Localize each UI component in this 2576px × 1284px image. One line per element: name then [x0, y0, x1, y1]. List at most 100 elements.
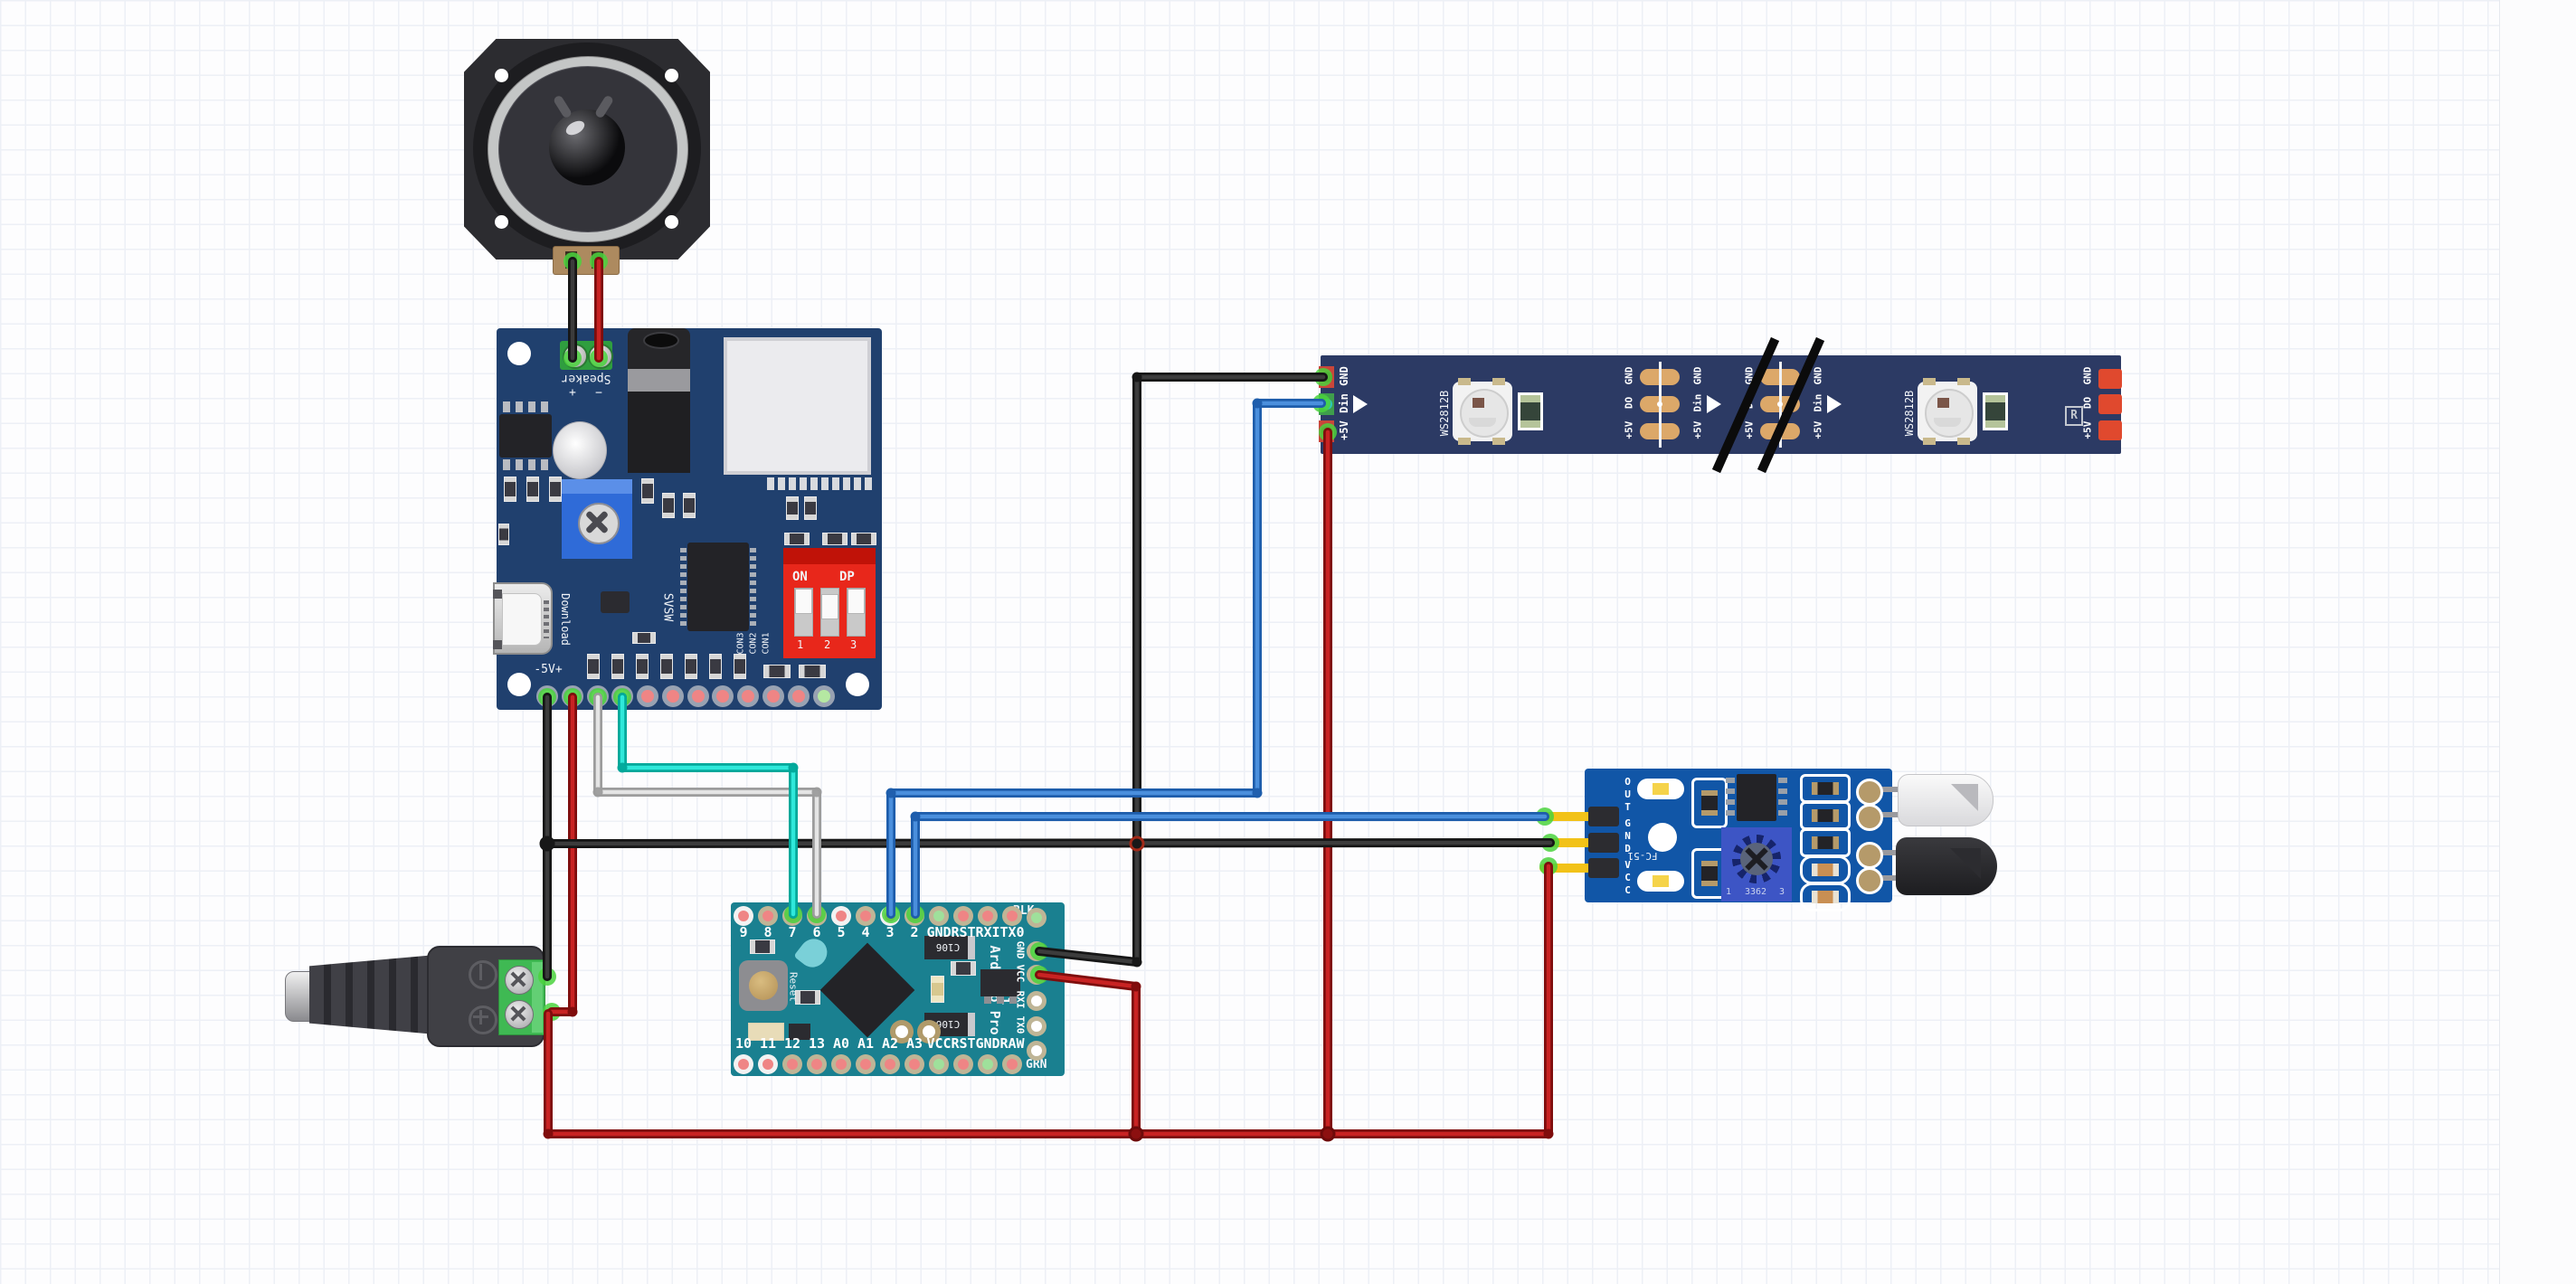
audio-bottom-pad-9[interactable] [737, 685, 759, 707]
strip-end-pad[interactable] [2098, 394, 2122, 414]
wire-junction[interactable] [539, 836, 555, 852]
wire-bendpoint[interactable] [1543, 1128, 1554, 1139]
arduino-bottom-pin-RAW[interactable] [1002, 1054, 1022, 1074]
jack-ribbed-neck [309, 955, 436, 1034]
wire-busy-cyan[interactable] [618, 693, 798, 919]
strip-end-pad[interactable] [2098, 369, 2122, 389]
arduino-right-pad[interactable] [1027, 1016, 1046, 1036]
audio-module [724, 337, 871, 475]
wire-bendpoint[interactable] [886, 788, 896, 798]
wire-junction[interactable] [1129, 836, 1145, 852]
audio-bottom-pad-2[interactable] [562, 685, 583, 707]
arduino-bottom-pin-A3[interactable] [904, 1054, 924, 1074]
arduino-right-pad[interactable] [1027, 1041, 1046, 1061]
ir-led-pad [1856, 867, 1883, 894]
audio-bottom-pad-1[interactable] [536, 685, 558, 707]
ir-pin-shaft[interactable] [1539, 864, 1596, 873]
audio-bottom-pad-10[interactable] [762, 685, 784, 707]
wire-bendpoint[interactable] [592, 787, 603, 798]
audio-bottom-pad-6[interactable] [662, 685, 684, 707]
ir-smd-resistor [1800, 855, 1851, 884]
speaker-screw-hole [495, 69, 508, 82]
jack-screw-plus[interactable] [505, 1000, 534, 1029]
wire-bendpoint[interactable] [1252, 398, 1263, 409]
smd-resistor [709, 654, 722, 679]
audio-bottom-pad-11[interactable] [788, 685, 810, 707]
arduino-right-pad[interactable] [1027, 991, 1046, 1011]
arduino-bottom-pin-11[interactable] [758, 1054, 778, 1074]
dip-switch-3[interactable] [847, 588, 866, 637]
ir-receiver-led [1896, 837, 1997, 895]
dip-switch-1[interactable] [794, 588, 813, 637]
wire-gnd-bus-to-ir[interactable] [543, 838, 1555, 848]
audio-bottom-pad-12[interactable] [813, 685, 835, 707]
arduino-bottom-pin-A1[interactable] [856, 1054, 876, 1074]
arduino-right-pad[interactable] [1027, 908, 1046, 928]
wire-bendpoint[interactable] [567, 1006, 578, 1017]
arduino-bottom-pin-GND[interactable] [978, 1054, 998, 1074]
audio-bottom-pad-8[interactable] [712, 685, 734, 707]
wire-vcc-audio-to-jack[interactable] [547, 693, 577, 1016]
speaker[interactable] [464, 39, 710, 275]
arduino-bottom-pin-12[interactable] [782, 1054, 802, 1074]
arduino-bottom-pin-VCC[interactable] [929, 1054, 949, 1074]
ir-trimpot-pin3: 3 [1779, 887, 1785, 897]
audio-bottom-pad-3[interactable] [587, 685, 609, 707]
wire-bendpoint[interactable] [1131, 981, 1141, 992]
jack-minus-icon [469, 960, 497, 989]
wire-led-din-blue[interactable] [886, 399, 1326, 919]
audio-speaker-label: Speaker [561, 372, 611, 385]
wire-bendpoint[interactable] [617, 762, 628, 773]
ir-pin-shaft[interactable] [1539, 812, 1596, 821]
ir-pin-shaft[interactable] [1539, 838, 1596, 847]
ir-pin-base [1588, 833, 1619, 853]
audio-speaker-terminal[interactable] [560, 341, 613, 370]
arduino-reset-button[interactable] [739, 960, 788, 1011]
wire-bendpoint[interactable] [1132, 957, 1142, 968]
arduino-right-pad[interactable] [1027, 941, 1046, 961]
wire-adkey-white[interactable] [593, 693, 821, 919]
wire-bendpoint[interactable] [543, 1128, 554, 1139]
dip-switch-2[interactable] [820, 588, 839, 637]
wire-bendpoint[interactable] [1252, 788, 1263, 798]
ir-trimpot[interactable]: 1 3362 3 [1721, 827, 1792, 902]
ir-smd-resistor [1800, 883, 1851, 911]
smd-resistor [498, 524, 509, 545]
smd-resistor [750, 939, 775, 954]
audio-dip-switch[interactable]: ON DP 1 2 3 [783, 548, 876, 658]
wire-gnd-led-to-arduino[interactable] [1035, 373, 1328, 967]
wire-bendpoint[interactable] [811, 787, 822, 798]
arduino-bottom-pin-A0[interactable] [831, 1054, 851, 1074]
arduino-bottom-pin-RST[interactable] [953, 1054, 973, 1074]
audio-bottom-pad-7[interactable] [687, 685, 709, 707]
arduino-right-pad[interactable] [1027, 965, 1046, 985]
arduino-bottom-pin-10[interactable] [734, 1054, 753, 1074]
speaker-terminal[interactable] [553, 246, 620, 275]
arduino-bottom-pin-A2[interactable] [880, 1054, 900, 1074]
dc-barrel-jack[interactable] [282, 944, 546, 1049]
wire-junction[interactable] [1128, 1126, 1144, 1142]
arduino-bottom-pin-13[interactable] [807, 1054, 827, 1074]
wire-bendpoint[interactable] [910, 811, 921, 822]
ir-pin-label: GND [1622, 817, 1634, 855]
audio-bottom-pad-4[interactable] [611, 685, 633, 707]
smd-resistor [587, 654, 600, 679]
jack-terminal-block[interactable] [498, 959, 545, 1035]
jack-screw-minus[interactable] [505, 966, 534, 995]
audio-trimpot[interactable] [562, 479, 632, 559]
audio-bottom-pad-5[interactable] [637, 685, 658, 707]
wire-bendpoint[interactable] [1132, 372, 1142, 382]
strip-joint-in-label: +5V [1691, 420, 1704, 439]
strip-joint-out-label: +5V [1623, 420, 1635, 439]
smd-resistor [526, 477, 539, 502]
ir-smd [1800, 828, 1851, 857]
wire-junction[interactable] [1320, 1126, 1336, 1142]
jack-plus-icon [469, 1005, 497, 1034]
audio-mount-hole [846, 673, 869, 696]
wire-bendpoint[interactable] [788, 762, 799, 773]
strip-end-pad[interactable] [2098, 420, 2122, 440]
audio-power-label: -5V+ [534, 663, 563, 676]
wire-ir-out-blue[interactable] [911, 812, 1549, 919]
dip-2-label: 2 [824, 638, 831, 651]
